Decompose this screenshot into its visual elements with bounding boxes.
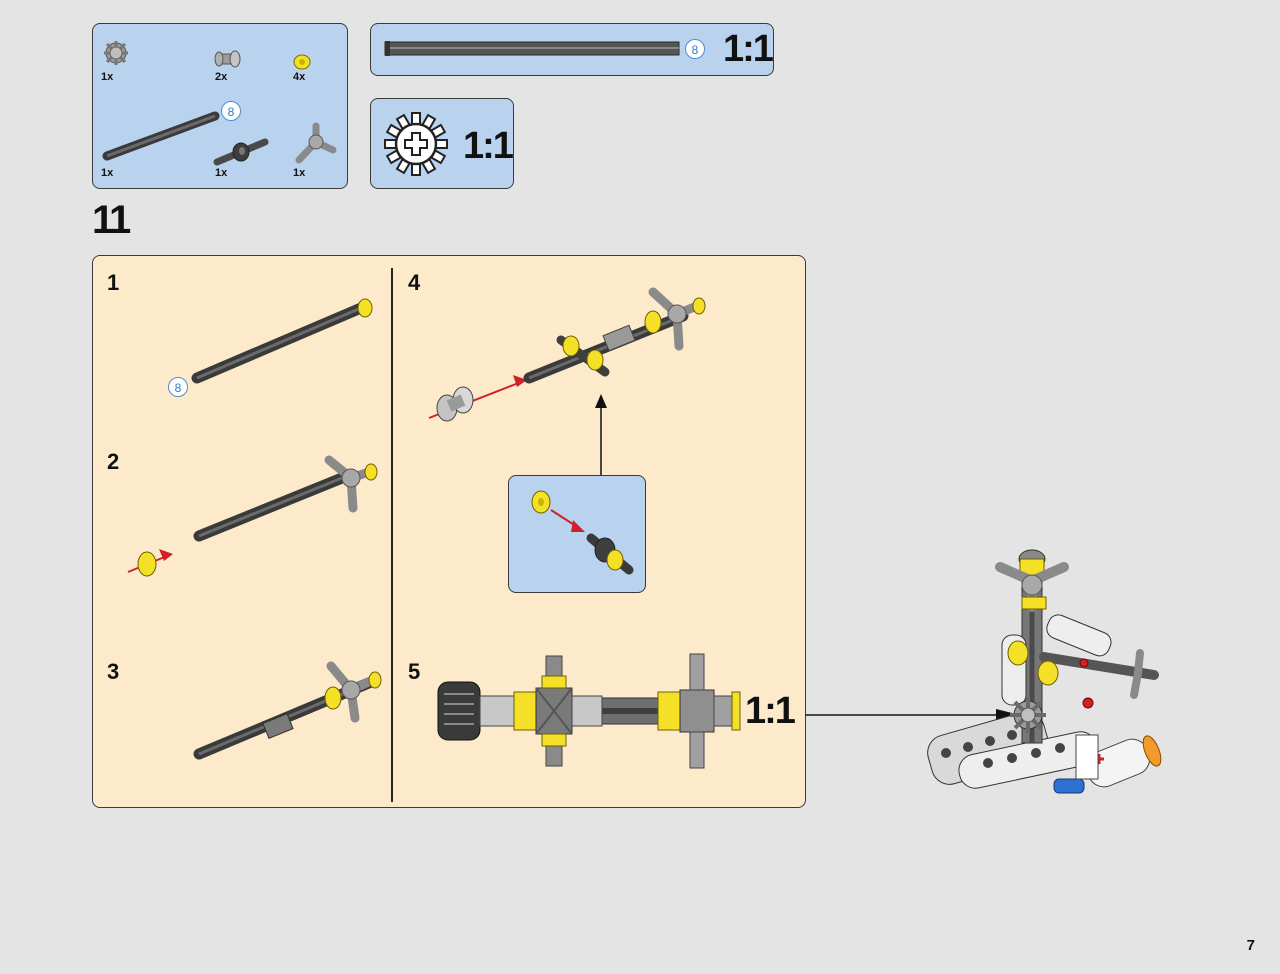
part-qty-half-bush: 4x — [293, 71, 306, 83]
substep-1-axle-length-badge: 8 — [168, 377, 188, 397]
substep-5-number: 5 — [408, 659, 421, 684]
axle-scale-panel: 8 1:1 — [370, 23, 774, 76]
axle-scale-label: 1:1 — [723, 28, 774, 70]
step-number: 11 — [92, 198, 131, 242]
page-number: 7 — [1246, 937, 1255, 954]
axle-length-badge: 8 — [221, 101, 241, 121]
substep-4-callout — [508, 475, 646, 593]
part-qty-cross-connector: 1x — [293, 167, 306, 179]
gear-part-icon — [104, 41, 128, 65]
substep-1-axle-icon — [191, 298, 373, 384]
axle-connector-part-icon — [213, 138, 269, 166]
substep-4-callout-arrow — [595, 394, 607, 476]
gear-scale-icon — [384, 112, 448, 176]
part-qty-bush: 2x — [215, 71, 228, 83]
axle-scale-length-badge: 8 — [685, 39, 705, 59]
substep-5-scale-label: 1:1 — [745, 690, 796, 732]
bush-part-icon — [214, 50, 241, 68]
completed-model-illustration — [927, 549, 1162, 794]
axle-part-icon — [102, 111, 220, 161]
axle-scale-icon — [384, 41, 680, 56]
gear-scale-panel: 1:1 — [370, 98, 514, 189]
parts-list-panel: 1x 2x 4x 8 1x 1x 1x — [92, 23, 348, 189]
substep-divider — [391, 268, 393, 802]
substep-3-number: 3 — [107, 659, 120, 684]
substep-5-assembly-icon — [437, 653, 741, 769]
substep-2-number: 2 — [107, 449, 120, 474]
gear-scale-label: 1:1 — [463, 125, 514, 167]
part-qty-gear: 1x — [101, 71, 114, 83]
substep-4-number: 4 — [408, 270, 421, 295]
substep-4-assembly-icon — [428, 287, 706, 422]
part-qty-axle-connector: 1x — [215, 167, 228, 179]
cross-connector-part-icon — [295, 122, 337, 164]
substep-3-assembly-icon — [193, 661, 382, 760]
part-qty-axle: 1x — [101, 167, 114, 179]
half-bush-part-icon — [293, 54, 311, 70]
callout-assembly-icon — [531, 490, 634, 575]
substep-2-assembly-icon — [127, 455, 378, 577]
substep-1-number: 1 — [107, 270, 120, 295]
step-panel: 1 8 2 3 4 — [92, 255, 806, 808]
